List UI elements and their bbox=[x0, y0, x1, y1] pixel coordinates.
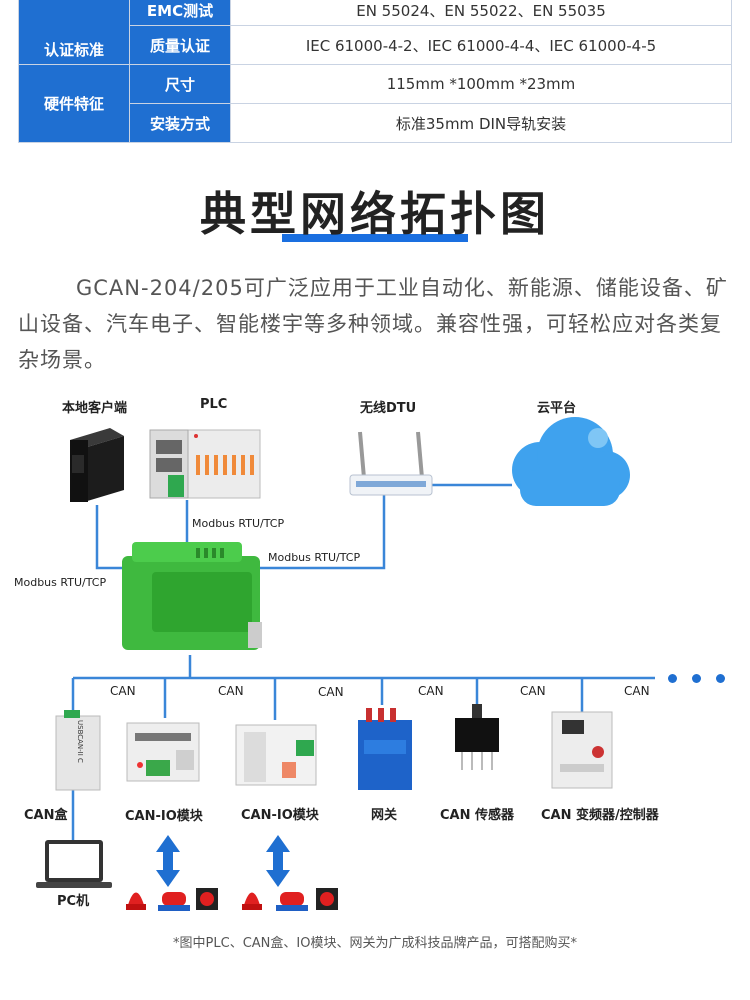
client-protocol-label: Modbus RTU/TCP bbox=[14, 576, 107, 589]
io-module-label: CAN-IO模块 bbox=[241, 808, 319, 823]
can-label: CAN bbox=[624, 684, 650, 698]
alarm-light-icon bbox=[242, 892, 262, 910]
spec-table: 认证标准 EMC测试 EN 55024、EN 55022、EN 55035 质量… bbox=[18, 0, 732, 143]
gcan-converter-icon bbox=[122, 542, 262, 650]
inverter-label: CAN 变频器/控制器 bbox=[541, 808, 659, 823]
can-label: CAN bbox=[418, 684, 444, 698]
io-module-icon bbox=[235, 724, 317, 786]
continuation-dot bbox=[716, 674, 725, 683]
cloud-label: 云平台 bbox=[537, 401, 577, 416]
continuation-dot bbox=[668, 674, 677, 683]
stop-button-icon bbox=[196, 888, 218, 910]
can-label: CAN bbox=[110, 684, 136, 698]
alarm-light-icon bbox=[158, 892, 190, 911]
spec-value: 115mm *100mm *23mm bbox=[230, 64, 732, 104]
spec-value: EN 55024、EN 55022、EN 55035 bbox=[230, 0, 732, 26]
spec-label: 尺寸 bbox=[129, 64, 231, 104]
dtu-protocol-label: Modbus RTU/TCP bbox=[268, 551, 361, 564]
client-computer-icon bbox=[70, 428, 124, 502]
spec-row: 安装方式 标准35mm DIN导轨安装 bbox=[19, 103, 732, 143]
double-arrow-icon bbox=[156, 835, 290, 887]
spec-label: EMC测试 bbox=[129, 0, 231, 26]
alarm-light-icon bbox=[126, 892, 146, 910]
usbcan-device-text: USBCAN-II C bbox=[76, 720, 84, 763]
stop-button-icon bbox=[316, 888, 338, 910]
spec-row: 硬件特征 尺寸 115mm *100mm *23mm bbox=[18, 64, 732, 143]
usbcan-box-icon bbox=[55, 710, 101, 791]
spec-label: 质量认证 bbox=[129, 25, 231, 65]
title-underline bbox=[282, 234, 468, 242]
plc-label: PLC bbox=[200, 397, 228, 412]
gateway-label: 网关 bbox=[371, 808, 398, 823]
gateway-icon bbox=[358, 708, 412, 790]
section-title: 典型网络拓扑图 bbox=[200, 187, 550, 241]
spec-value: 标准35mm DIN导轨安装 bbox=[230, 103, 732, 143]
inverter-icon bbox=[551, 711, 613, 789]
can-label: CAN bbox=[520, 684, 546, 698]
pc-label: PC机 bbox=[57, 894, 90, 909]
can-label: CAN bbox=[218, 684, 244, 698]
sensor-icon bbox=[455, 704, 499, 770]
section-heading: 典型网络拓扑图 bbox=[0, 178, 750, 244]
dtu-label: 无线DTU bbox=[360, 401, 417, 416]
io-module-label: CAN-IO模块 bbox=[125, 809, 203, 824]
plc-device-icon bbox=[149, 429, 261, 499]
spec-category: 认证标准 bbox=[18, 0, 130, 65]
plc-protocol-label: Modbus RTU/TCP bbox=[192, 517, 285, 530]
alarm-light-icon bbox=[276, 892, 308, 911]
dtu-router-icon bbox=[349, 431, 433, 496]
laptop-icon bbox=[36, 840, 112, 888]
spec-category: 硬件特征 bbox=[18, 64, 130, 143]
continuation-dot bbox=[692, 674, 701, 683]
sensor-label: CAN 传感器 bbox=[440, 808, 515, 823]
can-label: CAN bbox=[318, 685, 344, 699]
intro-paragraph: GCAN-204/205可广泛应用于工业自动化、新能源、储能设备、矿山设备、汽车… bbox=[18, 276, 728, 372]
can-box-label: CAN盒 bbox=[24, 808, 68, 823]
spec-row: 认证标准 EMC测试 EN 55024、EN 55022、EN 55035 bbox=[18, 0, 732, 65]
cloud-icon bbox=[512, 417, 630, 506]
footnote: *图中PLC、CAN盒、IO模块、网关为广成科技品牌产品，可搭配购买* bbox=[173, 936, 577, 951]
io-module-icon bbox=[126, 722, 200, 782]
client-label: 本地客户端 bbox=[62, 401, 128, 416]
